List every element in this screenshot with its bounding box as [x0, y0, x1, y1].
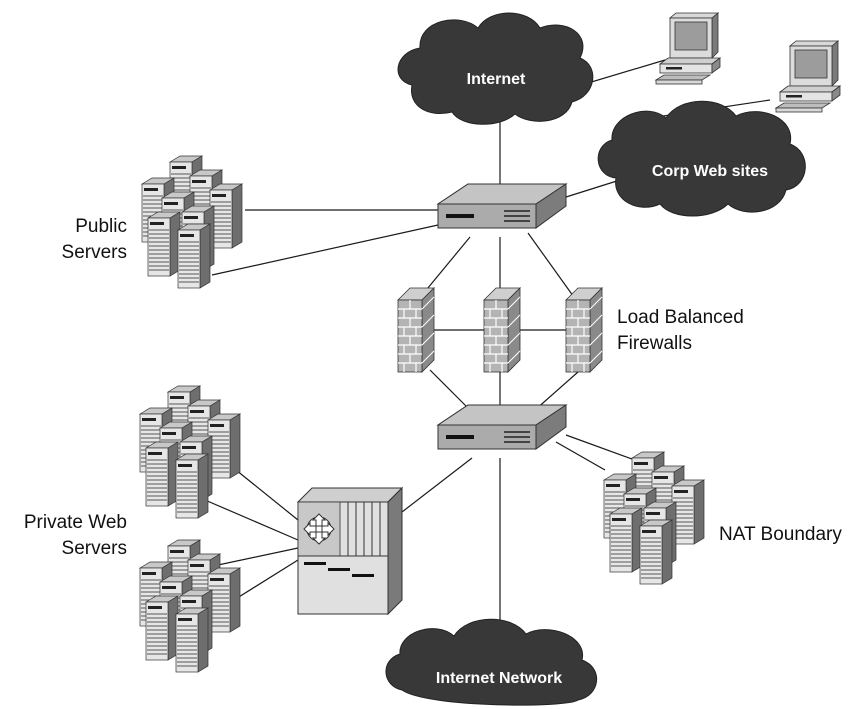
internet-network-label: Internet Network	[436, 670, 562, 687]
desktop-computer-icon	[655, 12, 721, 85]
corp-web-sites-label: Corp Web sites	[652, 163, 768, 180]
firewall-icon	[397, 287, 435, 373]
private-servers-label-line2: Servers	[62, 538, 127, 559]
server-rack-icon	[604, 452, 704, 584]
firewall-icon	[565, 287, 603, 373]
server-rack-icon	[140, 540, 240, 672]
connection-lines	[204, 59, 771, 660]
firewalls-label-line1: Load Balanced	[617, 307, 744, 328]
public-servers-label-line1: Public	[75, 216, 127, 237]
corp-web-sites-cloud: Corp Web sites	[597, 100, 806, 217]
switch-icon	[437, 183, 567, 229]
server-rack-icon	[142, 156, 242, 288]
router-switch-icon	[296, 486, 404, 616]
desktop-computer-icon	[775, 40, 841, 113]
nat-boundary-label: NAT Boundary	[719, 524, 842, 545]
internet-label: Internet	[467, 71, 526, 88]
firewalls-label-line2: Firewalls	[617, 333, 692, 354]
public-servers-label-line2: Servers	[62, 242, 127, 263]
private-servers-label-line1: Private Web	[24, 512, 127, 533]
switch-icon	[437, 404, 567, 450]
firewall-icon	[483, 287, 521, 373]
server-rack-icon	[140, 386, 240, 518]
internet-network-cloud: Internet Network	[385, 618, 598, 706]
internet-cloud: Internet	[397, 12, 594, 125]
